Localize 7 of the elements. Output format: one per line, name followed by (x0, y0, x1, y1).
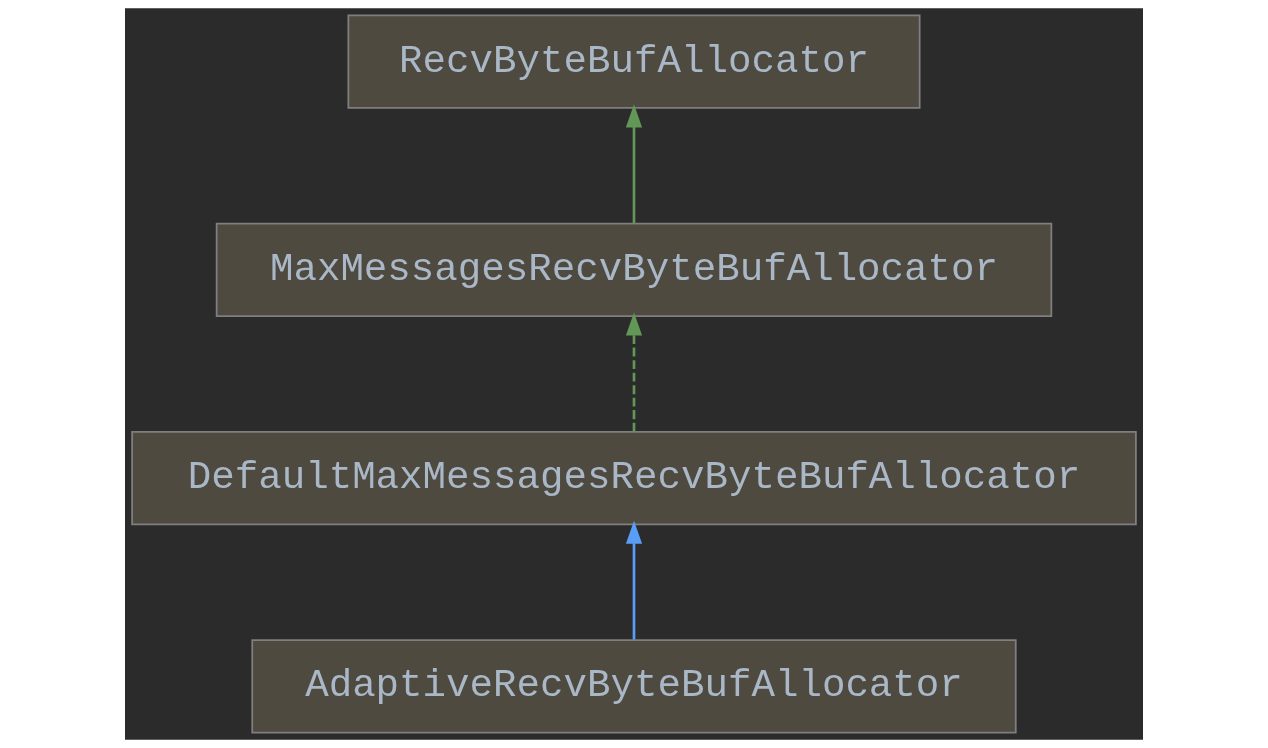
arrow (625, 312, 643, 432)
node-box: RecvByteBufAllocator (347, 14, 921, 109)
node-box: DefaultMaxMessagesRecvByteBufAllocator (131, 430, 1137, 526)
node-box: AdaptiveRecvByteBufAllocator (251, 639, 1017, 734)
arrow (625, 104, 643, 224)
node-box: MaxMessagesRecvByteBufAllocator (215, 222, 1053, 318)
arrow (625, 520, 643, 640)
